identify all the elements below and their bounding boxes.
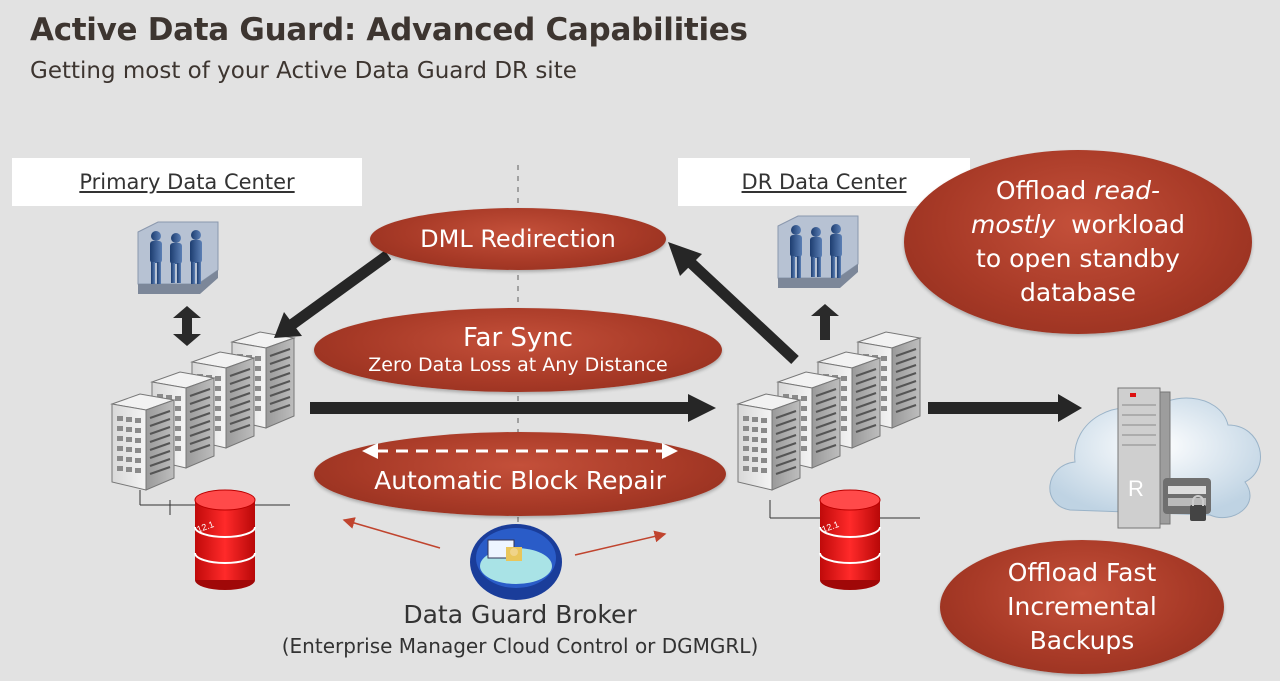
far-sync-oval: Far Sync Zero Data Loss at Any Distance	[314, 308, 722, 392]
dr-server-cluster-icon	[737, 331, 921, 519]
offload-read-word: Offload	[995, 176, 1095, 205]
offload-read-line4: database	[1020, 278, 1136, 307]
offload-backup-line1: Offload Fast	[1007, 558, 1157, 587]
recovery-appliance-letter: R	[1128, 476, 1144, 501]
dml-redirection-label: DML Redirection	[420, 225, 616, 253]
bidirectional-dashed-arrow-icon	[362, 443, 678, 459]
block-repair-label: Automatic Block Repair	[374, 466, 666, 495]
broker-subtitle: (Enterprise Manager Cloud Control or DGM…	[281, 634, 759, 658]
redo-transport-arrow	[310, 394, 716, 422]
broker-arrow-right	[574, 530, 667, 556]
primary-server-cluster-icon	[111, 331, 295, 515]
far-sync-subtitle: Zero Data Loss at Any Distance	[368, 354, 668, 376]
primary-users-double-arrow	[173, 306, 201, 346]
offload-backup-line2: Incremental	[1007, 592, 1157, 621]
dr-users-up-arrow	[811, 304, 839, 340]
dr-dc-label-text: DR Data Center	[741, 170, 907, 194]
slide-subtitle: Getting most of your Active Data Guard D…	[30, 58, 577, 84]
offload-read-line3: to open standby	[976, 244, 1180, 273]
dml-redirect-arrow-right	[668, 242, 799, 365]
offload-read-line1: Offload read-	[996, 174, 1160, 208]
backup-arrow	[928, 394, 1082, 422]
primary-dc-label-text: Primary Data Center	[79, 170, 295, 194]
offload-read-italic-2: mostly	[970, 210, 1056, 239]
primary-users-icon	[137, 221, 219, 295]
dml-redirection-oval: DML Redirection	[370, 208, 666, 270]
cloud-recovery-appliance-icon: R	[1049, 387, 1261, 529]
dr-dc-label: DR Data Center	[678, 158, 970, 206]
broker-console-icon	[470, 524, 562, 600]
dr-database-icon: 12.1	[819, 489, 881, 591]
offload-read-italic-1: read-	[1094, 176, 1161, 205]
block-repair-oval: Automatic Block Repair	[314, 432, 726, 516]
offload-read-workload: workload	[1055, 210, 1186, 239]
broker-arrow-left	[342, 517, 441, 549]
dml-redirect-arrow-left	[274, 250, 392, 338]
dr-users-icon	[777, 215, 859, 289]
offload-read-oval: Offload read- mostly workload to open st…	[904, 150, 1252, 334]
broker-title: Data Guard Broker	[403, 600, 637, 629]
primary-database-icon: 12.1	[194, 489, 256, 591]
offload-backup-line3: Backups	[1029, 626, 1135, 655]
far-sync-title: Far Sync	[462, 323, 574, 353]
offload-read-line2: mostly workload	[971, 208, 1185, 242]
slide-title: Active Data Guard: Advanced Capabilities	[30, 12, 748, 48]
primary-dc-label: Primary Data Center	[12, 158, 362, 206]
offload-backup-oval: Offload Fast Incremental Backups	[940, 540, 1224, 674]
